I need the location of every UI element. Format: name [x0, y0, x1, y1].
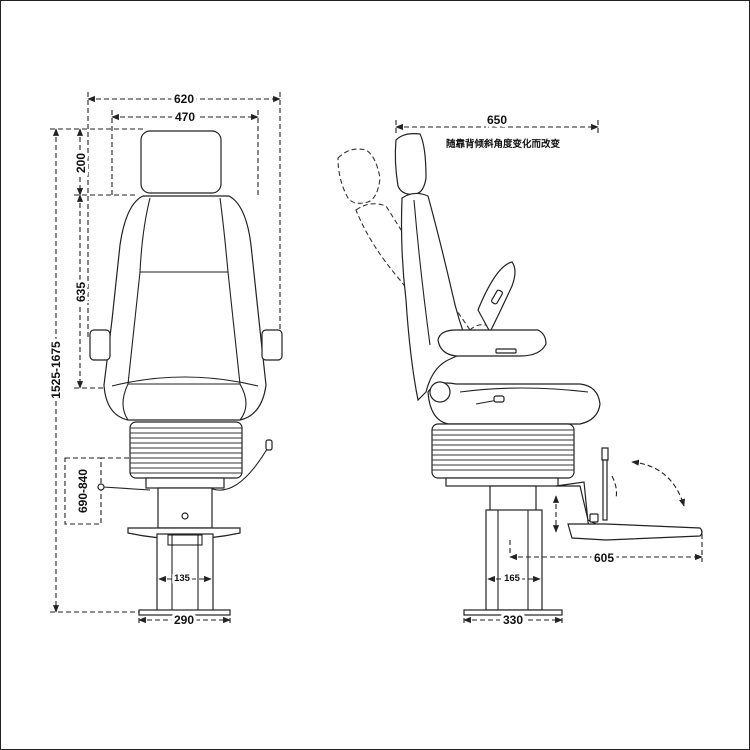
- footrest-fold-hint: [611, 475, 618, 499]
- dim-front-back-width: 470: [111, 107, 259, 195]
- front-suspension-bellows: [129, 421, 243, 479]
- dim-620-label: 620: [174, 92, 194, 106]
- front-left-armrest: [89, 329, 111, 361]
- dim-605-label: 605: [594, 551, 614, 565]
- dim-635-label: 635: [74, 282, 88, 302]
- front-right-armrest: [261, 329, 283, 361]
- side-armrest-pad: [495, 348, 517, 354]
- front-lever-knob: [265, 439, 273, 451]
- dim-overall-height-label: 1525-1675: [49, 341, 63, 399]
- side-suspension-bellows: [431, 423, 575, 479]
- side-seat-cushion: [427, 382, 601, 425]
- side-footrest: [555, 447, 703, 541]
- side-armrest-lowered: [437, 329, 547, 357]
- footrest-post: [602, 459, 608, 521]
- side-column: [485, 485, 543, 611]
- dim-290-label: 290: [174, 613, 194, 627]
- front-mount-bolt: [181, 512, 189, 520]
- side-headrest: [394, 133, 427, 195]
- front-column: [156, 533, 214, 613]
- footrest-pin: [601, 447, 609, 461]
- recline-note: 随靠背倾斜角度变化而改变: [446, 138, 561, 150]
- front-view: 620 470 1525-1675 200 635: [46, 89, 283, 630]
- front-right-lever: [209, 443, 271, 491]
- side-base-foot: [463, 609, 563, 616]
- side-top-plate: [445, 477, 559, 487]
- dim-135-label: 135: [174, 573, 191, 584]
- dim-470-label: 470: [175, 110, 195, 124]
- dim-front-overall-width: 620: [87, 89, 281, 340]
- side-seat-lever-knob: [493, 395, 505, 403]
- side-tilt-knob: [429, 381, 451, 403]
- dim-690-840-label: 690-840: [76, 469, 90, 513]
- front-mount-block: [157, 487, 213, 529]
- front-base-foot: [138, 609, 231, 616]
- front-left-lever: [102, 486, 151, 491]
- front-headrest: [140, 130, 222, 194]
- side-view: 650 随靠背倾斜角度变化而改变: [337, 110, 703, 630]
- footrest-lock: [589, 513, 599, 523]
- dim-200-label: 200: [74, 153, 88, 173]
- dim-165-label: 165: [504, 573, 521, 584]
- front-left-lever-knob: [97, 483, 105, 491]
- dim-650-label: 650: [487, 113, 507, 127]
- dim-side-depth: 650: [395, 110, 599, 136]
- dim-front-vertical: 1525-1675 200 635 690-840: [46, 128, 150, 613]
- footrest-plate: [567, 523, 703, 541]
- side-armrest-knob: [491, 289, 503, 305]
- footrest-fold-arc-arrow: [631, 459, 685, 507]
- front-top-plate: [145, 477, 225, 489]
- dim-330-label: 330: [503, 613, 523, 627]
- side-backrest: [400, 192, 471, 402]
